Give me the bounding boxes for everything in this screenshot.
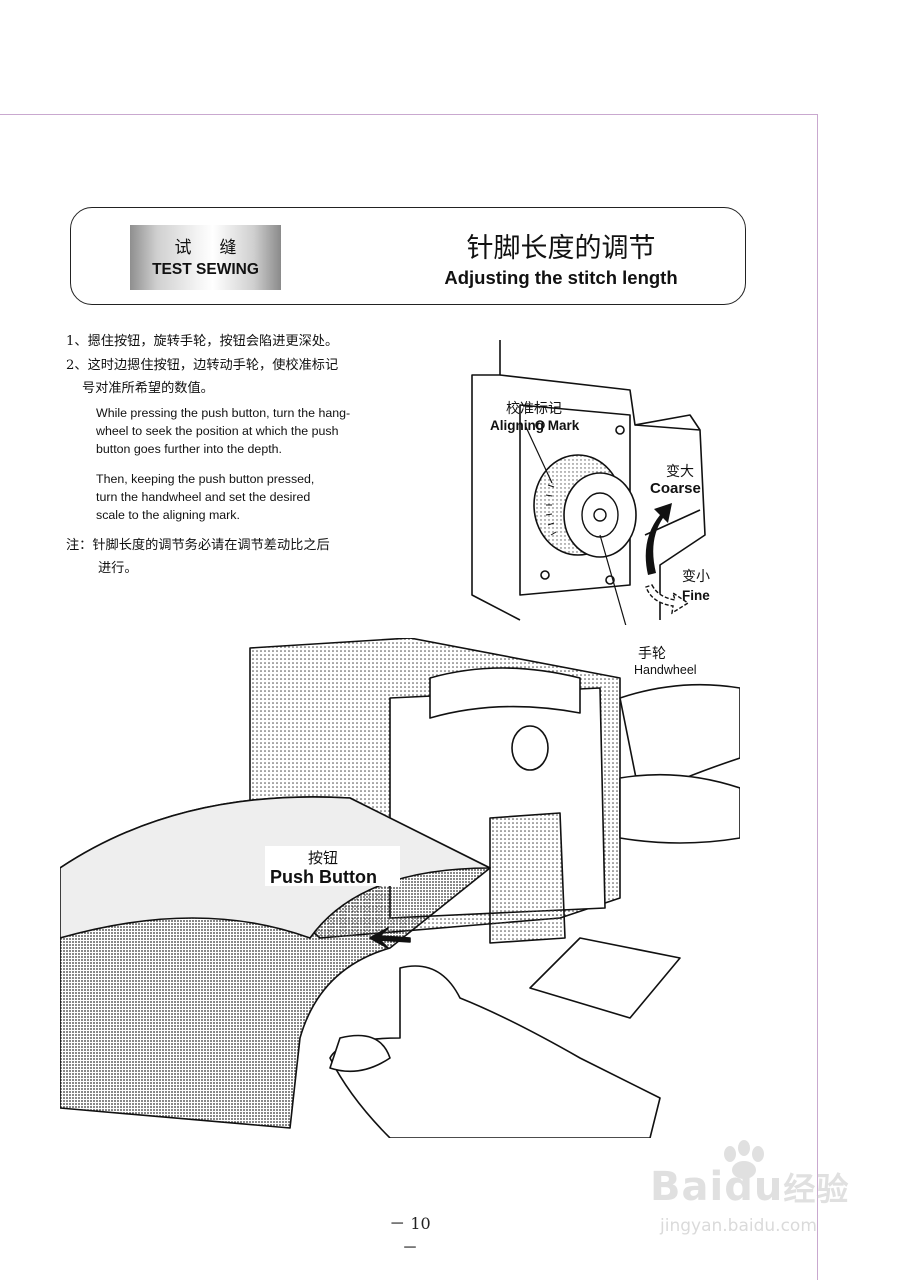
- handwheel-label-cn: 手轮: [638, 646, 666, 662]
- test-sewing-badge: 试缝 TEST SEWING: [130, 225, 281, 290]
- instruction-en-line: wheel to seek the position at which the …: [96, 424, 339, 438]
- push-button-label-cn: 按钮: [308, 849, 339, 867]
- watermark-logo: Baidu经验: [650, 1164, 849, 1210]
- push-button-label-bg: [265, 846, 400, 886]
- coarse-label-cn: 变大: [666, 464, 694, 480]
- coarse-label-en: Coarse: [650, 480, 701, 497]
- instruction-cn-step2-cont: 号对准所希望的数值。: [82, 381, 214, 396]
- instruction-en-line: scale to the aligning mark.: [96, 508, 240, 522]
- handwheel-label-en: Handwheel: [634, 663, 697, 677]
- sewing-machine-illustration: [60, 638, 740, 1138]
- badge-cn-label: 试缝: [174, 238, 265, 258]
- fine-label-cn: 变小: [682, 569, 710, 585]
- instruction-en-para1: While pressing the push button, turn the…: [96, 404, 396, 458]
- page-title-en: Adjusting the stitch length: [444, 267, 678, 288]
- watermark-url: jingyan.baidu.com: [660, 1216, 817, 1236]
- baidu-watermark: Baidu经验 jingyan.baidu.com: [640, 1140, 860, 1250]
- rotation-arrow-icon: [645, 503, 690, 615]
- instruction-en-line: While pressing the push button, turn the…: [96, 406, 351, 420]
- instruction-cn-step2: 2、这时边摁住按钮，边转动手轮，使校准标记: [66, 358, 339, 373]
- watermark-logo-en: Baidu: [650, 1164, 784, 1210]
- note-cn-cont: 进行。: [98, 561, 138, 576]
- page-border: [0, 114, 818, 1280]
- page-title-cn: 针脚长度的调节: [466, 233, 656, 264]
- paw-icon: [724, 1140, 764, 1179]
- aligning-mark-label-en: Aligning Mark: [490, 418, 580, 433]
- instruction-en-line: button goes further into the depth.: [96, 442, 282, 456]
- page-number: － 10 －: [389, 1214, 431, 1257]
- note-cn: 注：针脚长度的调节务必请在调节差动比之后: [66, 538, 330, 553]
- instruction-en-para2: Then, keeping the push button pressed, t…: [96, 470, 396, 524]
- aligning-mark-label-cn: 校准标记: [506, 401, 562, 417]
- watermark-logo-cn: 经验: [783, 1170, 850, 1208]
- instruction-en-line: Then, keeping the push button pressed,: [96, 472, 315, 486]
- instruction-cn-step1: 1、摁住按钮，旋转手轮，按钮会陷进更深处。: [66, 334, 339, 349]
- badge-en-label: TEST SEWING: [152, 261, 259, 278]
- section-header: 试缝 TEST SEWING 针脚长度的调节 Adjusting the sti…: [70, 207, 746, 305]
- push-button-label-en: Push Button: [270, 867, 377, 887]
- scale-dial: [533, 454, 637, 558]
- instruction-en-line: turn the handwheel and set the desired: [96, 490, 311, 504]
- handwheel-leader: [599, 534, 627, 625]
- aligning-mark-leader: [525, 426, 553, 484]
- fine-label-en: Fine: [682, 588, 710, 603]
- handwheel-illustration: [471, 340, 706, 625]
